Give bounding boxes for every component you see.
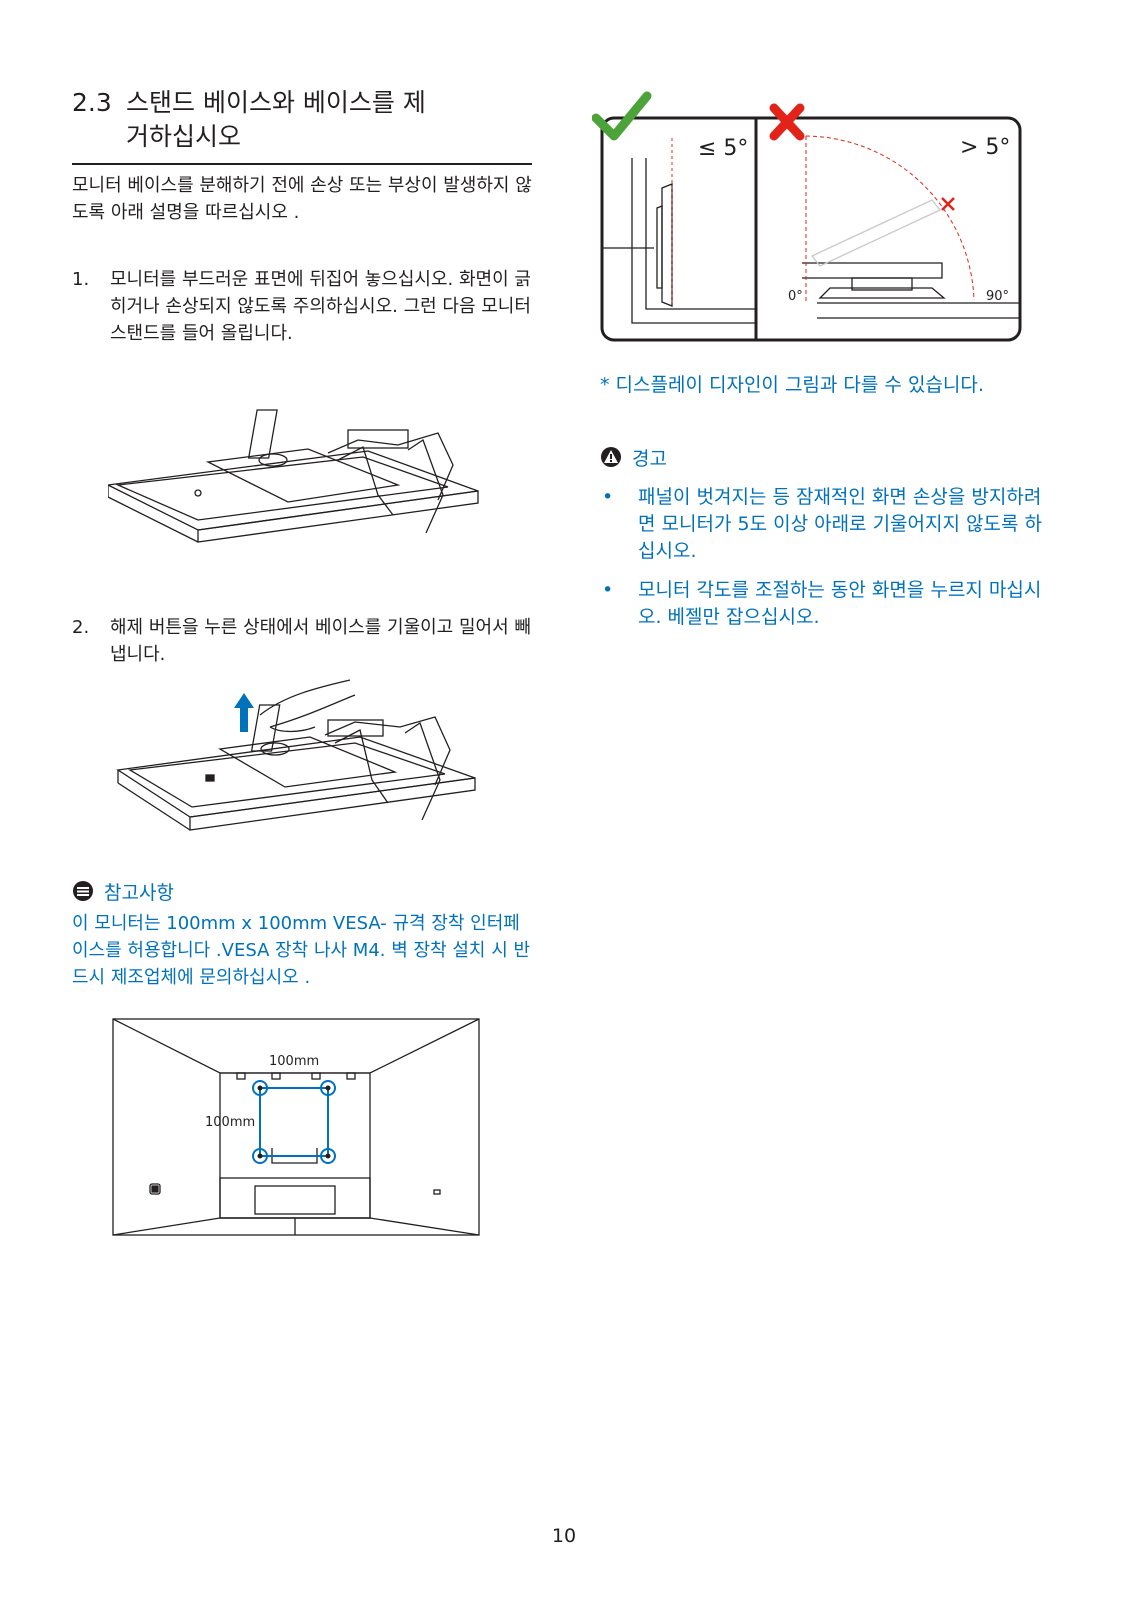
vesa-horizontal-label: 100mm	[269, 1054, 319, 1069]
intro-text: 모니터 베이스를 분해하기 전에 손상 또는 부상이 발생하지 않도록 아래 설…	[72, 175, 532, 223]
warning-title-row: 경고	[600, 446, 667, 471]
section-title-line1: 스탠드 베이스와 베이스를 제	[126, 88, 426, 117]
note-title-row: 참고사항	[72, 880, 174, 905]
heading-rule	[72, 163, 532, 165]
note-text: 이 모니터는 100mm x 100mm VESA- 규격 장착 인터페이스를 …	[72, 913, 531, 988]
section-heading: 2.3 스탠드 베이스와 베이스를 제 거하십시오	[72, 86, 532, 154]
warning-title: 경고	[632, 448, 667, 470]
tilt-diagram: ≤ 5° > 5° 0° 90°	[592, 91, 1022, 342]
zero-degree-label: 0°	[788, 289, 803, 304]
ok-angle-label: ≤ 5°	[698, 136, 748, 161]
section-title-line2: 거하십시오	[126, 122, 242, 151]
section-number: 2.3	[72, 88, 112, 117]
warning-bullet-text: 모니터 각도를 조절하는 동안 화면을 누르지 마십시오. 베젤만 잡으십시오.	[638, 579, 1042, 628]
step-1-text: 모니터를 부드러운 표면에 뒤집어 놓으십시오. 화면이 긁히거나 손상되지 않…	[110, 269, 531, 344]
ok-check-icon	[592, 91, 652, 141]
page-number: 10	[551, 1525, 577, 1547]
note-icon	[73, 881, 93, 901]
warning-bullets: •패널이 벗겨지는 등 잠재적인 화면 손상을 방지하려면 모니터가 5도 이상…	[600, 484, 1050, 643]
warning-bullet-text: 패널이 벗겨지는 등 잠재적인 화면 손상을 방지하려면 모니터가 5도 이상 …	[638, 486, 1042, 562]
step-1: 1. 모니터를 부드러운 표면에 뒤집어 놓으십시오. 화면이 긁히거나 손상되…	[72, 266, 532, 347]
design-note: * 디스플레이 디자인이 그림과 다를 수 있습니다.	[600, 374, 984, 396]
step-2: 2. 해제 버튼을 누른 상태에서 베이스를 기울이고 밀어서 빼냅니다.	[72, 614, 532, 668]
vesa-vertical-label: 100mm	[205, 1115, 255, 1130]
note-title: 참고사항	[104, 882, 174, 904]
monitor-facedown-illustration	[108, 409, 479, 543]
warning-bullet: •모니터 각도를 조절하는 동안 화면을 누르지 마십시오. 베젤만 잡으십시오…	[602, 579, 1042, 628]
step-1-number: 1.	[72, 269, 90, 290]
bad-x-icon	[769, 103, 805, 141]
remove-base-illustration	[116, 679, 476, 831]
bad-angle-label: > 5°	[960, 135, 1010, 160]
step-2-text: 해제 버튼을 누른 상태에서 베이스를 기울이고 밀어서 빼냅니다.	[110, 617, 531, 665]
vesa-back-illustration: 100mm 100mm	[112, 1018, 480, 1236]
warning-bullet: •패널이 벗겨지는 등 잠재적인 화면 손상을 방지하려면 모니터가 5도 이상…	[602, 486, 1042, 562]
step-2-number: 2.	[72, 617, 90, 638]
warning-icon	[601, 447, 621, 467]
ninety-degree-label: 90°	[986, 289, 1009, 304]
